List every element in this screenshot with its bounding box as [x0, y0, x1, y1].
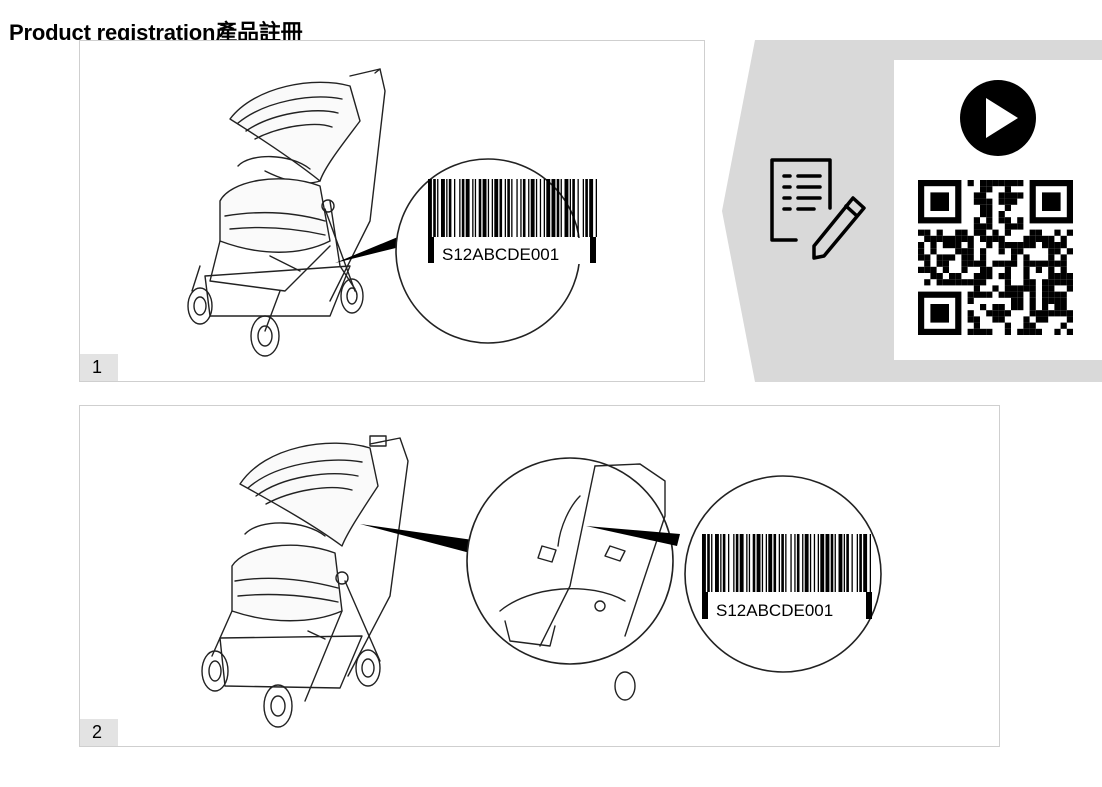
stroller-illustration-1: S12ABCDE001: [187, 68, 597, 357]
stroller-illustration-2: S12ABCDE001: [201, 435, 882, 728]
qr-code[interactable]: [918, 180, 1073, 335]
step-panel-2: S12ABCDE001 2: [79, 405, 1000, 747]
document-edit-icon: [770, 158, 866, 260]
barcode-2: [702, 534, 872, 620]
play-icon[interactable]: [960, 80, 1036, 156]
barcode-label-2: S12ABCDE001: [716, 601, 833, 620]
barcode-1: [428, 179, 597, 264]
step-panel-1: S12ABCDE001 1: [79, 40, 705, 382]
qr-card[interactable]: [894, 60, 1102, 360]
step-number-2: 2: [80, 719, 118, 746]
step-number-1: 1: [80, 354, 118, 381]
barcode-label-1: S12ABCDE001: [442, 245, 559, 264]
